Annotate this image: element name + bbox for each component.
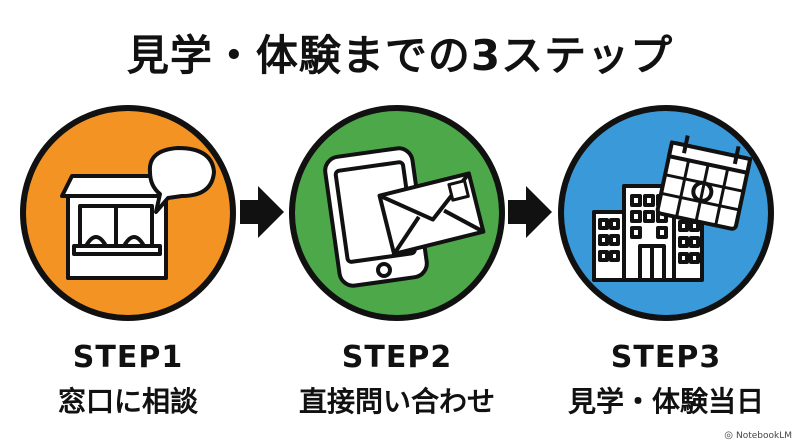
- arrow-right-icon: [240, 186, 284, 238]
- shop-speech-bubble-icon: [60, 146, 216, 280]
- phone-envelope-icon: [323, 146, 486, 288]
- step3-text: 見学・体験当日: [567, 385, 764, 418]
- arrow-right-icon: [508, 186, 552, 238]
- step2-number: STEP2: [341, 340, 453, 375]
- step2-circle: [289, 105, 505, 321]
- step3-number: STEP3: [610, 340, 722, 375]
- building-calendar-icon: [592, 135, 753, 282]
- page-title: 見学・体験までの3ステップ: [126, 31, 674, 80]
- notebooklm-logo-icon: ◎: [724, 430, 733, 441]
- step1-text: 窓口に相談: [57, 385, 198, 418]
- step3-circle: [558, 105, 774, 321]
- credit-text: NotebookLM: [735, 430, 792, 441]
- credit: ◎ NotebookLM: [724, 430, 792, 441]
- step1-circle: [20, 105, 236, 321]
- step2-text: 直接問い合わせ: [298, 385, 495, 418]
- step1-number: STEP1: [72, 340, 184, 375]
